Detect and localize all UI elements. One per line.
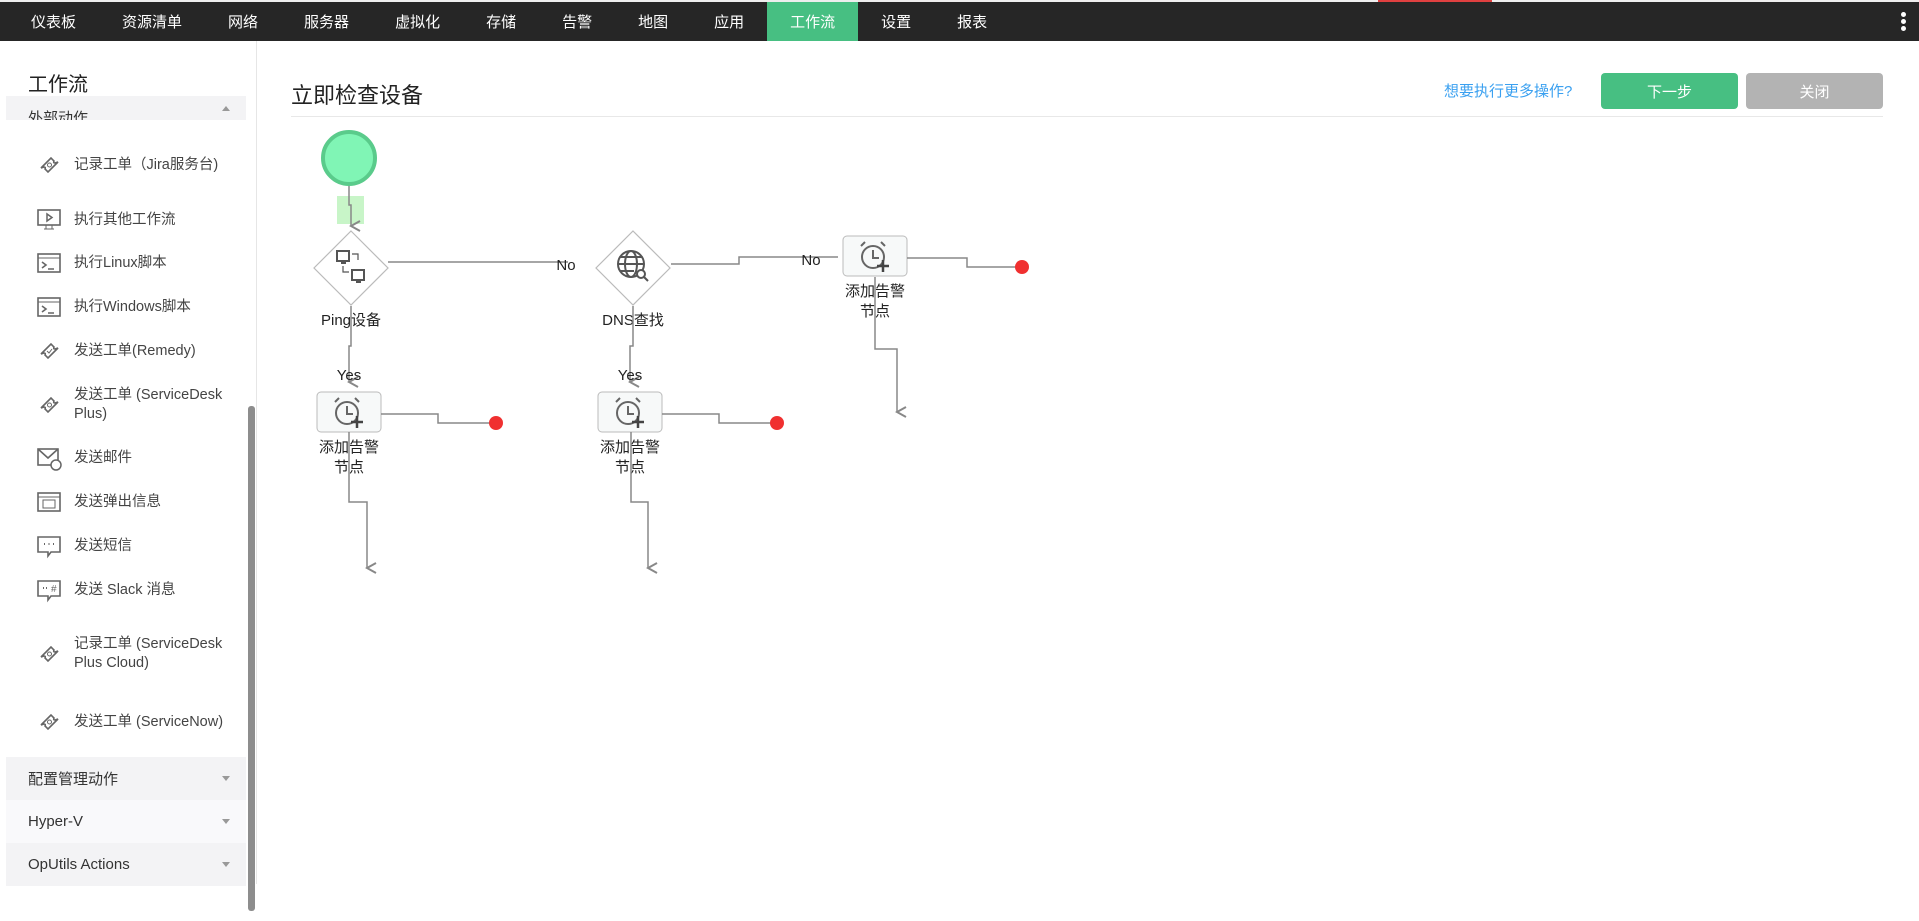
nav-tab[interactable]: 仪表板: [31, 14, 77, 31]
page-title: 立即检查设备: [291, 83, 424, 108]
ticket-icon: [40, 645, 59, 663]
end-node[interactable]: [489, 416, 503, 430]
nav-tab[interactable]: 报表: [957, 14, 988, 31]
sidebar-action-item[interactable]: 发送邮件: [36, 438, 236, 478]
terminal-icon: [37, 253, 61, 273]
sidebar-item-label: 发送短信: [74, 537, 132, 554]
ticket-check-icon: [40, 342, 59, 360]
section-label: 外部动作: [28, 110, 89, 120]
sidebar-action-item[interactable]: 发送弹出信息: [36, 482, 236, 522]
chevron-down-icon: [222, 776, 230, 781]
terminal-icon: [37, 297, 61, 317]
more-options-icon[interactable]: [1901, 12, 1907, 33]
sidebar-action-item[interactable]: 记录工单（Jira服务台): [36, 145, 236, 185]
chevron-up-icon: [222, 106, 230, 111]
sidebar-item-label: 发送邮件: [74, 449, 132, 466]
sidebar-action-item[interactable]: 执行其他工作流: [36, 200, 236, 240]
sidebar-item-label: 执行Windows脚本: [74, 298, 191, 315]
workflow-canvas: Ping设备 No DNS查找 No 添加告警 节点 Yes 添加告警 节点 Y…: [313, 130, 1029, 884]
add-alarm-label: 节点: [615, 459, 645, 476]
close-button[interactable]: 关闭: [1746, 73, 1883, 109]
sidebar-item-label: 发送工单 (ServiceDesk Plus): [74, 387, 223, 422]
monitor-play-icon: [37, 209, 61, 230]
sidebar-item-label: 发送工单(Remedy): [74, 342, 196, 359]
section-label: 配置管理动作: [28, 771, 119, 788]
ticket-icon: [40, 156, 59, 174]
sidebar-item-label: 执行Linux脚本: [74, 254, 167, 271]
nav-tab[interactable]: 网络: [228, 14, 259, 31]
chevron-down-icon: [222, 862, 230, 867]
ticket-icon: [40, 713, 59, 731]
nav-tab[interactable]: 虚拟化: [395, 14, 441, 31]
nav-tab[interactable]: 存储: [486, 14, 517, 31]
add-alarm-node[interactable]: [841, 234, 909, 278]
main-nav: 仪表板 资源清单 网络 服务器 虚拟化 存储 告警 地图 应用 工作流 设置 报表: [0, 2, 1010, 41]
chevron-down-icon: [222, 819, 230, 824]
add-alarm-node[interactable]: [315, 390, 383, 434]
sidebar: 工作流 外部动作 记录工单（Jira服务台) 执行其他工作流执行Linux脚本执行…: [0, 41, 257, 911]
ping-devices-icon: [336, 250, 365, 283]
sidebar-action-item[interactable]: 发送短信: [36, 526, 236, 566]
slack-message-icon: #: [37, 580, 61, 603]
sidebar-action-item[interactable]: 发送工单(Remedy): [36, 331, 236, 371]
end-node[interactable]: [770, 416, 784, 430]
sidebar-section[interactable]: 配置管理动作: [6, 757, 246, 800]
accent-line: [1378, 0, 1492, 2]
sidebar-item-label: 执行其他工作流: [74, 211, 176, 228]
nav-tab[interactable]: 资源清单: [122, 14, 183, 31]
yes-label: Yes: [618, 367, 642, 384]
more-actions-link[interactable]: 想要执行更多操作?: [1444, 83, 1573, 100]
yes-label: Yes: [337, 367, 361, 384]
nav-tab[interactable]: 设置: [881, 14, 912, 31]
sidebar-action-item[interactable]: # 发送 Slack 消息: [36, 570, 236, 610]
ping-device-node[interactable]: [313, 230, 389, 306]
add-alarm-node[interactable]: [596, 390, 664, 434]
globe-search-icon: [617, 250, 649, 282]
section-label: OpUtils Actions: [28, 856, 130, 873]
end-node[interactable]: [1015, 260, 1029, 274]
svg-text:#: #: [51, 584, 57, 595]
top-navigation-bar: 仪表板 资源清单 网络 服务器 虚拟化 存储 告警 地图 应用 工作流 设置 报表: [0, 0, 1919, 41]
sidebar-item-label: 记录工单 (ServiceDesk Plus Cloud): [74, 636, 223, 671]
sidebar-scrollbar[interactable]: [248, 106, 256, 921]
sidebar-section[interactable]: Hyper-V: [6, 800, 246, 843]
add-alarm-label: 添加告警: [600, 439, 660, 456]
sms-icon: [37, 536, 61, 559]
nav-tab[interactable]: 应用: [714, 14, 745, 31]
nav-tab[interactable]: 告警: [562, 14, 593, 31]
nav-tab[interactable]: 地图: [638, 14, 669, 31]
no-label: No: [556, 257, 575, 274]
no-label: No: [801, 252, 820, 269]
sidebar-action-item[interactable]: 记录工单 (ServiceDesk Plus Cloud): [36, 634, 236, 674]
sidebar-item-label: 发送 Slack 消息: [74, 581, 176, 598]
next-button[interactable]: 下一步: [1601, 73, 1738, 109]
sidebar-item-label: 发送弹出信息: [74, 493, 161, 510]
nav-tab[interactable]: 工作流: [767, 2, 859, 41]
sidebar-section-external-actions[interactable]: 外部动作: [6, 96, 246, 120]
sidebar-action-item[interactable]: 执行Linux脚本: [36, 243, 236, 283]
sidebar-title: 工作流: [28, 74, 88, 96]
sidebar-item-label: 发送工单 (ServiceNow): [74, 713, 224, 730]
divider: [291, 116, 1883, 117]
sidebar-action-item[interactable]: 发送工单 (ServiceNow): [36, 702, 236, 742]
mail-icon: [37, 448, 62, 471]
connector[interactable]: [348, 186, 351, 226]
sidebar-action-item[interactable]: 执行Windows脚本: [36, 287, 236, 327]
dns-lookup-node[interactable]: [595, 230, 671, 306]
sidebar-action-item[interactable]: 发送工单 (ServiceDesk Plus): [36, 385, 236, 425]
sidebar-item-label: 记录工单（Jira服务台): [74, 156, 219, 173]
nav-tab[interactable]: 服务器: [304, 14, 350, 31]
sidebar-section[interactable]: OpUtils Actions: [6, 843, 246, 886]
section-label: Hyper-V: [28, 813, 84, 830]
ticket-icon: [40, 396, 59, 414]
popup-window-icon: [37, 492, 61, 512]
start-node[interactable]: [321, 130, 377, 186]
